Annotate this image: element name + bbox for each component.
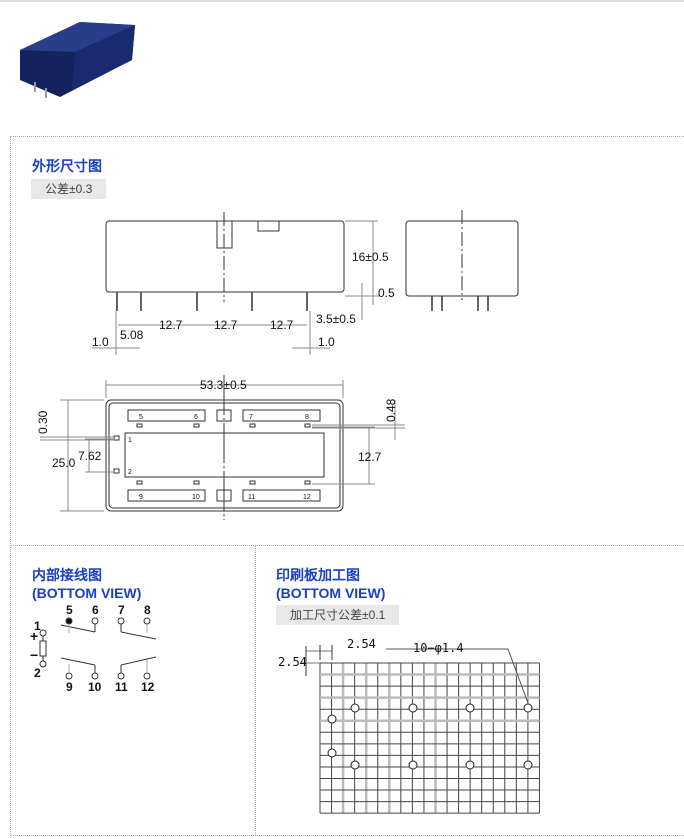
pin-label: 8 <box>144 603 151 617</box>
pin-label: 8 <box>305 414 309 421</box>
pcb-hole <box>408 703 418 713</box>
dim-pitch-y: 2.54 <box>278 655 307 669</box>
dim-coil-pitch: 7.62 <box>78 449 102 463</box>
dim-pitch: 12.7 <box>214 318 238 332</box>
plus-sign: + <box>30 628 38 644</box>
wiring-title: 内部接线图 <box>32 567 102 583</box>
pcb-hole <box>350 703 360 713</box>
minus-sign: − <box>30 647 38 663</box>
pin-label: 11 <box>248 494 255 501</box>
pin-label: 6 <box>92 603 99 617</box>
outline-tolerance: 公差±0.3 <box>31 179 107 199</box>
dim-width: 25.0 <box>52 456 76 470</box>
pcb-hole <box>465 760 475 770</box>
dim-pin-width: 1.0 <box>92 335 109 349</box>
dim-pitch: 12.7 <box>159 318 183 332</box>
pin-label: 1 <box>34 619 41 633</box>
dim-gap: 0.5 <box>378 286 395 300</box>
dim-pitch: 12.7 <box>270 318 294 332</box>
outline-title: 外形尺寸图 <box>32 158 102 174</box>
dim-row-pitch: 12.7 <box>358 450 382 464</box>
section-divider <box>255 545 256 835</box>
pin-label: 5 <box>139 414 143 421</box>
section-divider <box>10 545 684 546</box>
pcb-hole <box>523 703 533 713</box>
top-divider <box>0 0 684 2</box>
pin-label: 10 <box>88 680 102 694</box>
pin-label: 12 <box>141 680 155 694</box>
pcb-grid <box>319 662 540 814</box>
pin-label: 5 <box>66 603 73 617</box>
dim-pin-width: 1.0 <box>318 335 335 349</box>
pcb-hole <box>327 714 337 724</box>
dim-first-pitch: 5.08 <box>120 328 144 342</box>
pin-label: 9 <box>139 494 143 501</box>
pcb-hole <box>408 760 418 770</box>
dim-offset-left: 0.30 <box>36 410 50 434</box>
pin-label: 6 <box>194 414 198 421</box>
pin-label: 11 <box>115 680 128 694</box>
pin-label: 7 <box>118 603 125 617</box>
pin-label: 10 <box>192 494 200 501</box>
pcb-hole <box>350 760 360 770</box>
pin-label: 12 <box>303 494 311 501</box>
pcb-hole <box>465 703 475 713</box>
dim-pitch-x: 2.54 <box>347 637 376 651</box>
pcb-tolerance: 加工尺寸公差±0.1 <box>276 605 400 625</box>
pin-label: 2 <box>34 666 41 680</box>
pin-label: 7 <box>249 414 253 421</box>
dim-length: 53.3±0.5 <box>200 378 247 392</box>
hole-spec: 10−φ1.4 <box>413 641 464 655</box>
pcb-hole <box>327 748 337 758</box>
dim-offset-right: 0.48 <box>384 398 398 422</box>
pin-label: 9 <box>66 680 73 694</box>
pcb-hole <box>523 760 533 770</box>
spec-panel <box>10 136 684 836</box>
pin-label: 1 <box>128 437 132 444</box>
pin-label: 2 <box>128 469 132 476</box>
pcb-title: 印刷板加工图 <box>276 567 360 583</box>
dim-height: 16±0.5 <box>352 250 389 264</box>
wiring-subtitle: (BOTTOM VIEW) <box>32 585 142 601</box>
relay-photo <box>20 22 135 98</box>
pcb-subtitle: (BOTTOM VIEW) <box>276 585 386 601</box>
dim-pin-length: 3.5±0.5 <box>316 312 356 326</box>
